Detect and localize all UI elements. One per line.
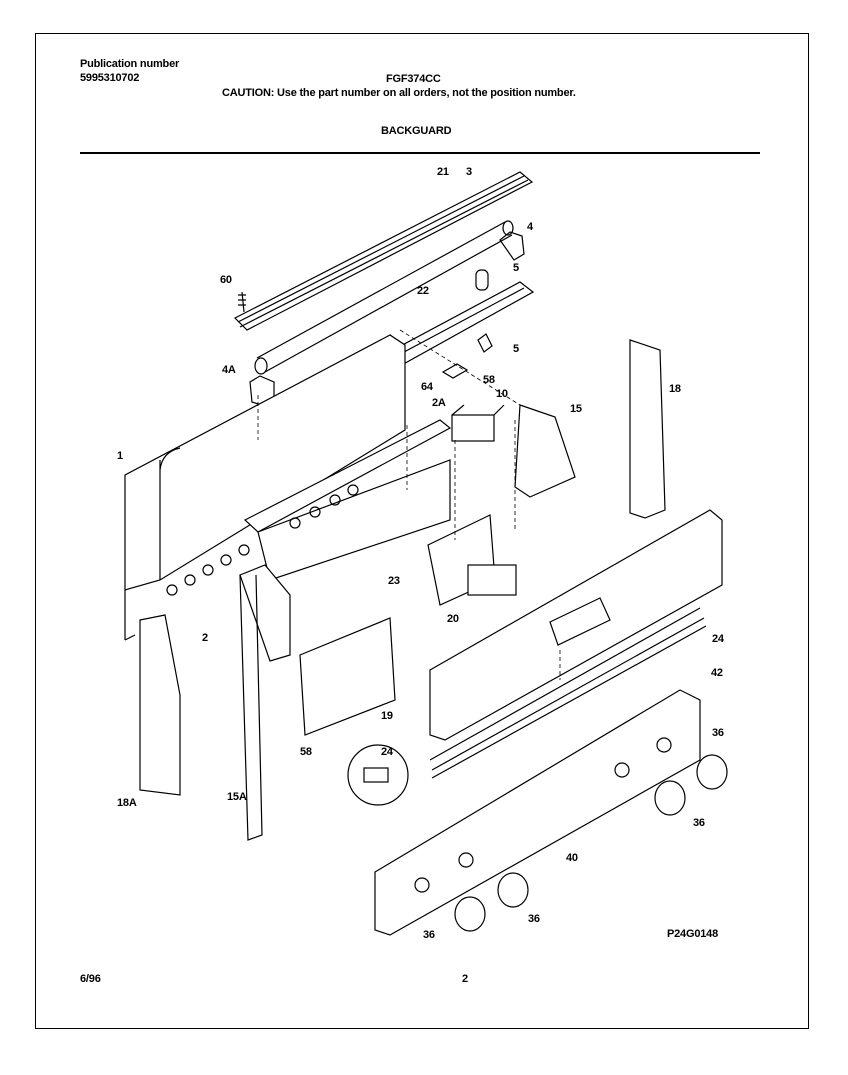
callout-10: 10	[496, 388, 508, 400]
callout-36-c: 36	[528, 913, 540, 925]
callout-58-lower: 58	[300, 746, 312, 758]
control-panel	[429, 509, 723, 741]
caution-note: CAUTION: Use the part number on all orde…	[222, 87, 576, 99]
knob-panel	[374, 689, 701, 936]
callout-20: 20	[447, 613, 459, 625]
ballast	[451, 404, 505, 442]
switch-detail	[347, 744, 409, 806]
publication-label: Publication number	[80, 58, 180, 70]
callout-40: 40	[566, 852, 578, 864]
lamp-tube	[254, 220, 514, 375]
control-knobs	[454, 754, 728, 932]
callout-24-right: 24	[712, 633, 724, 645]
callout-60: 60	[220, 274, 232, 286]
side-bracket-left	[139, 614, 181, 796]
callout-15a: 15A	[227, 791, 247, 803]
top-trim-channel	[233, 171, 534, 331]
drawing-code: P24G0148	[667, 928, 718, 940]
side-bracket-right	[629, 339, 666, 519]
callout-15: 15	[570, 403, 582, 415]
clip	[441, 363, 469, 379]
callout-18a: 18A	[117, 797, 137, 809]
callout-4a: 4A	[222, 364, 236, 376]
callout-19: 19	[381, 710, 393, 722]
callout-36-d: 36	[423, 929, 435, 941]
callout-4: 4	[527, 221, 533, 233]
model-number: FGF374CC	[386, 73, 441, 85]
header-divider	[80, 152, 760, 154]
page-frame	[35, 33, 809, 1029]
backguard-rear-panel	[124, 334, 406, 641]
callout-2: 2	[202, 632, 208, 644]
callout-42: 42	[711, 667, 723, 679]
page-number: 2	[462, 973, 468, 985]
end-cap-left	[239, 564, 291, 841]
publication-number: 5995310702	[80, 72, 140, 84]
callout-64: 64	[421, 381, 433, 393]
callout-58-upper: 58	[483, 374, 495, 386]
callout-2a: 2A	[432, 397, 446, 409]
callout-23: 23	[388, 575, 400, 587]
callout-21: 21	[437, 166, 449, 178]
callout-5-lower: 5	[513, 343, 519, 355]
heat-shield	[299, 617, 396, 736]
callout-18: 18	[669, 383, 681, 395]
panel-trim	[429, 607, 707, 779]
section-title: BACKGUARD	[381, 125, 452, 137]
issue-date: 6/96	[80, 973, 101, 985]
clock-timer-housing	[427, 514, 517, 606]
callout-3: 3	[466, 166, 472, 178]
callout-22: 22	[417, 285, 429, 297]
screw	[238, 291, 246, 313]
callout-36-b: 36	[693, 817, 705, 829]
callout-1: 1	[117, 450, 123, 462]
end-cap-right	[514, 404, 576, 498]
callout-5-upper: 5	[513, 262, 519, 274]
inner-panel	[166, 419, 452, 596]
starter	[475, 269, 493, 353]
callout-24-inset: 24	[381, 746, 393, 758]
lamp-holder-right	[499, 231, 525, 261]
assembly-lines	[257, 329, 561, 680]
callout-36-a: 36	[712, 727, 724, 739]
